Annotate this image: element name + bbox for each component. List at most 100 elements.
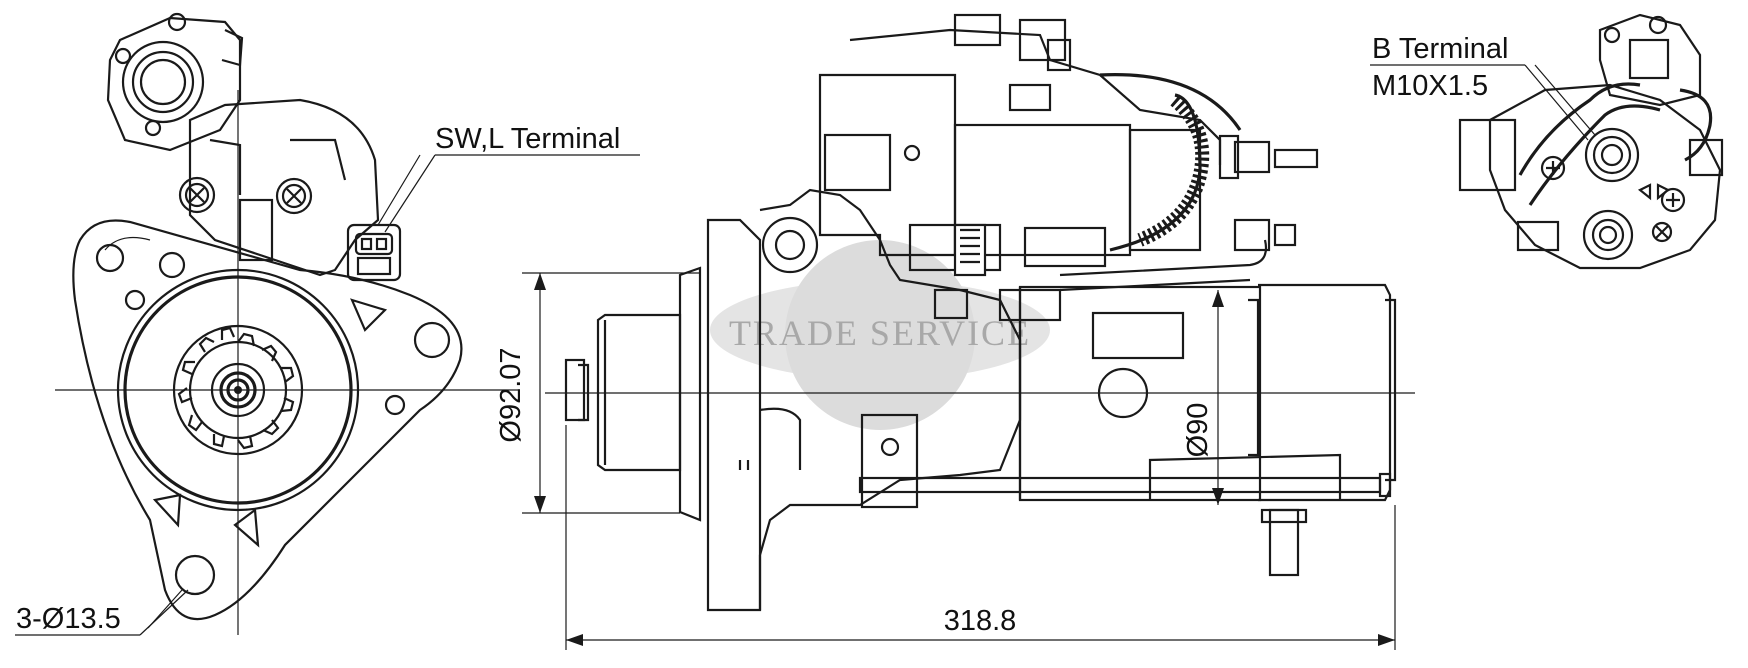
overall-length-label: 318.8 [944,605,1017,637]
rear-top-screw [1648,15,1668,35]
shaft-end [226,378,250,402]
yoke-lower-step [1148,453,1342,500]
flange-diameter-label: Ø92.07 [495,347,527,442]
nose-housing [172,324,304,456]
yoke-label-plate [1091,311,1185,360]
through-bolt [858,476,1382,494]
body-diameter-label: Ø90 [1182,403,1214,458]
mount-holes-callout: 3-Ø13.5 [15,589,189,636]
yoke-bolt-boss [1097,367,1149,419]
solenoid-relay-box [818,73,957,257]
harness-clip-2 [998,288,1062,322]
motor-body-rim [123,275,353,505]
solenoid-cap-core [139,58,187,106]
flange-edge-detail [104,237,151,251]
flange-slot-1 [350,298,388,332]
lifting-eye-inner [774,229,806,261]
wire-clamp [953,223,987,277]
rear-m-terminal [1582,209,1634,261]
b-terminal-thread-label: M10X1.5 [1372,70,1488,102]
rear-side-clip [1688,138,1724,177]
pinion-tip-shaft [578,363,590,422]
watermark: TRADE SERVICE [710,240,1050,430]
lead-wire-2 [1059,278,1251,292]
lifting-eye-outer [761,216,819,274]
flange-marks [738,460,750,470]
pinion-tip [564,358,586,422]
ground-stud [1268,508,1300,577]
drive-housing-rib [759,407,802,470]
rear-connector [1516,220,1560,252]
through-bolt-nut [1378,472,1392,498]
bolt-bracket [860,413,919,509]
shaft-collar [210,362,266,418]
sw-l-terminal-connector [346,223,402,282]
rear-top-block [1628,38,1670,80]
b-terminal-label: B Terminal [1372,33,1508,65]
front-view [55,12,520,635]
m-terminal-stud [1233,218,1271,252]
relay-box-window [823,133,892,192]
front-screw-2 [275,177,313,215]
dim-overall-length: 318.8 [565,425,1396,650]
rear-top-screw-2 [1603,26,1621,44]
front-screw-1 [178,176,216,214]
bracket-hole [880,437,900,457]
rear-screw-right [1660,187,1686,213]
solenoid-cap-ring [121,40,205,124]
flange-slot-2 [152,493,182,528]
b-terminal-callout: B Terminal M10X1.5 [1370,33,1596,141]
rear-screw-lower [1651,221,1673,243]
ground-stud-nut [1260,508,1308,524]
solenoid-cap [106,16,242,152]
wire-sleeve [1023,226,1107,268]
rear-view [1458,13,1724,270]
solenoid-cap-inner [131,50,195,114]
shaft-ring [219,371,257,409]
rear-bracket [1458,118,1517,192]
harness-clip [933,288,969,320]
flange-hole-5 [174,554,216,596]
cap-tab [221,29,244,67]
rear-cable-2 [1528,104,1661,206]
solenoid-front-edges [209,138,347,195]
top-connector-3 [1046,38,1072,72]
end-cap-step [1248,298,1260,457]
relay-box-screw [903,144,921,162]
solenoid-front-housing [188,98,380,277]
m-terminal-end [1273,223,1297,247]
dim-body-diameter: Ø90 [1182,290,1224,505]
corrugated-conduit [1137,94,1210,247]
flange-hole-6 [124,289,146,311]
shaft-center [234,386,242,394]
rear-cable-1 [1518,82,1641,176]
top-connector-1 [953,13,1002,47]
cap-screw-top [167,12,187,32]
watermark-text: TRADE SERVICE [729,313,1031,353]
clamp-ribs [960,228,980,264]
sw-l-terminal-callout: SW,L Terminal [377,123,640,233]
flange-slot-3 [233,507,260,548]
flange-collar [678,266,702,522]
b-terminal-thread [1273,148,1319,169]
solenoid-top-contour [849,28,1222,165]
rear-b-terminal [1584,127,1640,183]
pinion-gear [177,326,295,450]
rear-arrows [1637,183,1671,201]
side-view [545,13,1415,612]
flange-side [706,218,762,612]
commutator-end-cover [1258,283,1392,502]
harness-cable-upper [1099,73,1242,131]
flange-hole-4 [384,394,406,416]
solenoid-front-block [238,198,274,262]
rear-solenoid-cap [1488,83,1722,270]
mounting-flange [72,219,463,621]
flange-hole-3 [413,321,451,359]
flange-hole-2 [158,251,186,279]
lead-wire [1059,239,1268,277]
flange-hole-1 [95,243,125,273]
top-connector-4 [1008,83,1052,112]
b-terminal-nut [1218,134,1240,180]
dim-flange-diameter: Ø92.07 [495,272,700,514]
motor-body-outer [116,268,360,512]
